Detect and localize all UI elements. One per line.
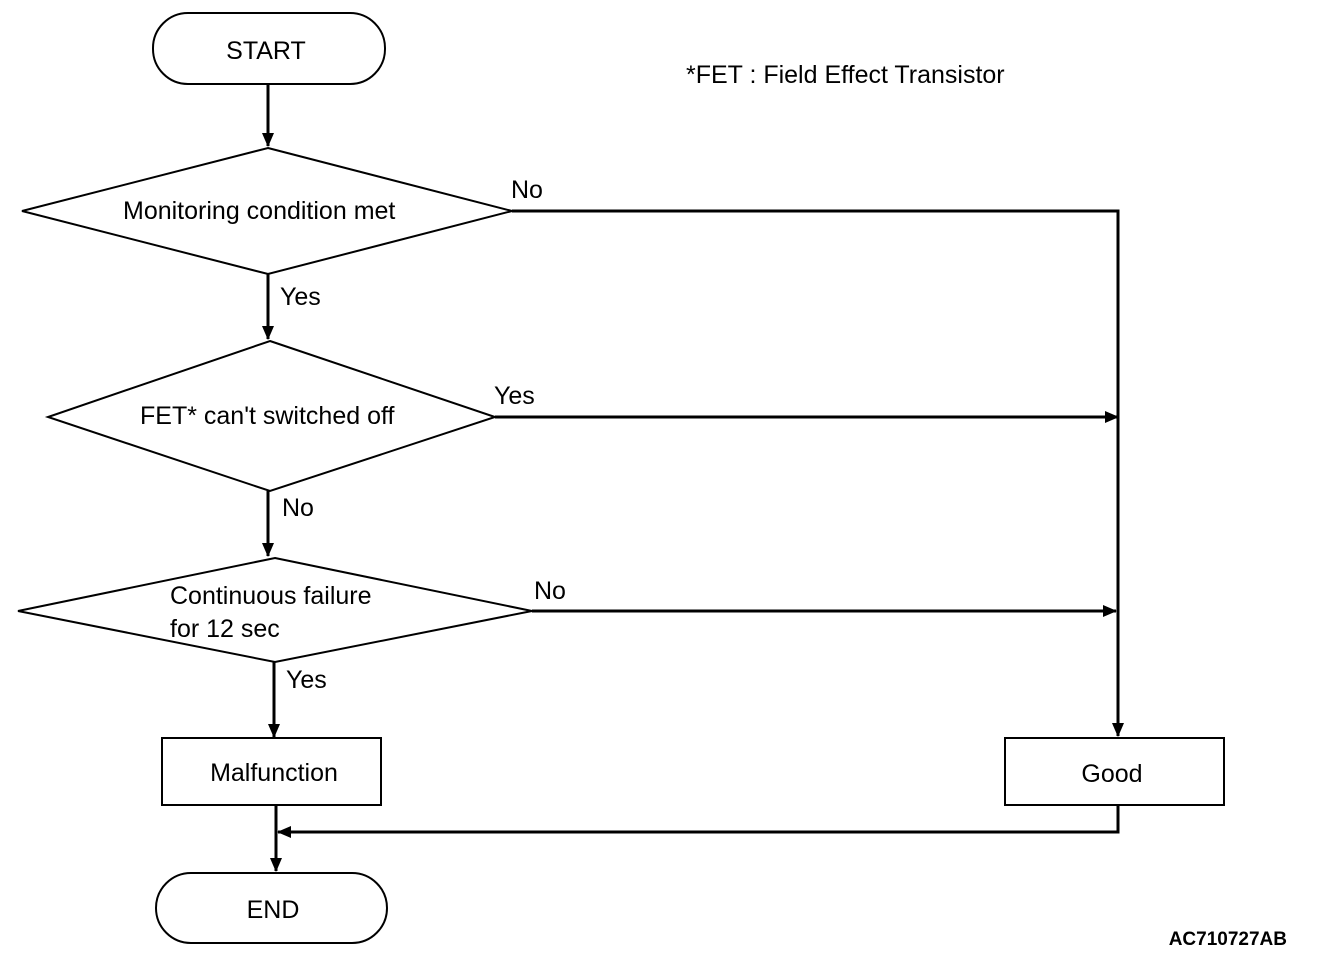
malfunction-label: Malfunction xyxy=(210,759,338,787)
monitoring-no-label: No xyxy=(511,176,543,204)
monitoring-yes-label: Yes xyxy=(280,283,321,311)
decision-continuous-failure xyxy=(17,556,533,664)
decision-fet-label: FET* can't switched off xyxy=(140,402,394,430)
continuous-no-label: No xyxy=(534,577,566,605)
good-label: Good xyxy=(1081,760,1142,788)
connector-good-to-end-line xyxy=(277,805,1120,838)
decision-monitoring-label: Monitoring condition met xyxy=(123,197,395,225)
good-box xyxy=(1004,737,1225,806)
connector-monitoring-no-to-good xyxy=(512,209,1124,737)
decision-continuous-label-line1: Continuous failure xyxy=(170,582,372,610)
decision-monitoring-condition xyxy=(21,146,513,276)
decision-continuous-label-line2: for 12 sec xyxy=(170,615,280,643)
decision-fet-switched-off xyxy=(44,339,499,493)
fet-footnote: *FET : Field Effect Transistor xyxy=(686,61,1005,89)
end-terminal xyxy=(155,872,388,944)
figure-code: AC710727AB xyxy=(1169,929,1287,950)
start-terminal xyxy=(152,12,386,85)
continuous-yes-label: Yes xyxy=(286,666,327,694)
end-label: END xyxy=(247,896,300,924)
fet-yes-label: Yes xyxy=(494,382,535,410)
malfunction-box xyxy=(161,737,382,806)
fet-no-label: No xyxy=(282,494,314,522)
start-label: START xyxy=(226,37,306,65)
